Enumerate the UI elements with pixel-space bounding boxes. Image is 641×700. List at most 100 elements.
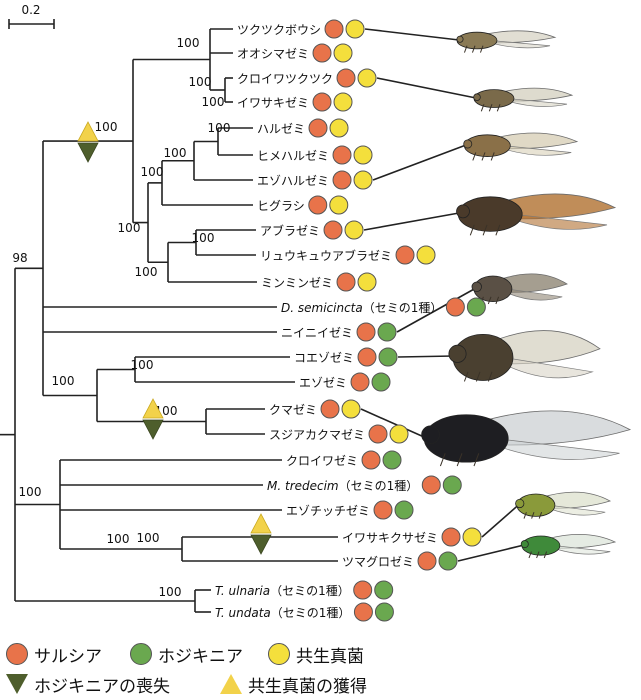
sulcia-circle-icon [336, 68, 356, 88]
sulcia-circle-icon [356, 322, 376, 342]
cicada-head [471, 281, 482, 293]
sulcia-circle-icon [361, 450, 381, 470]
cicada-leg [496, 103, 501, 112]
photo-leader-line [364, 28, 460, 41]
cicada-photo [463, 132, 579, 161]
cicada-leg [482, 224, 488, 236]
cicada-wing [500, 287, 563, 301]
cicada-leg [481, 152, 486, 161]
cicada-head [456, 35, 464, 43]
photo-leader-line [481, 503, 520, 538]
cicada-photo [515, 491, 612, 519]
bootstrap-value: 100 [164, 146, 187, 160]
fungus-circle-icon [341, 399, 361, 419]
hodgkinia-circle-icon [377, 322, 397, 342]
cicada-leg [463, 371, 469, 382]
cicada-leg [538, 512, 543, 519]
sulcia-circle-icon [357, 347, 377, 367]
cicada-leg [487, 296, 492, 305]
sulcia-circle-icon [368, 424, 388, 444]
cicada-head [520, 540, 529, 549]
species-label-kuroiwatsukutsuku: クロイワツクツク [237, 72, 333, 86]
photo-leader-lines [360, 28, 525, 562]
evolution-events [77, 121, 272, 555]
bootstrap-value: 100 [202, 95, 225, 109]
cicada-wing [494, 355, 594, 379]
cicada-leg [495, 296, 500, 305]
species-label-aburazemi: アブラゼミ [260, 223, 320, 238]
cicada-leg [543, 551, 548, 559]
sulcia-circle-icon [308, 195, 328, 215]
sulcia-circle-icon [441, 527, 461, 547]
cicada-photo [456, 193, 617, 236]
sulcia-circle-icon [324, 19, 344, 39]
cicada-leg [523, 512, 527, 519]
fungus-circle-icon [353, 170, 373, 190]
cicada-wing [502, 212, 608, 230]
scale-bar-label: 0.2 [21, 3, 40, 17]
gain-triangle-icon [220, 674, 242, 694]
species-label-t-undata: T. undata（セミの1種） [215, 606, 350, 620]
bootstrap-values: 1001001001001001001001001001009810010010… [12, 36, 230, 599]
bootstrap-value: 100 [208, 121, 231, 135]
symbiont-marks [308, 19, 486, 622]
bootstrap-value: 100 [107, 532, 130, 546]
cicada-head [421, 425, 440, 445]
fungus-circle-icon [345, 19, 365, 39]
bootstrap-value: 98 [12, 251, 27, 265]
cicada-leg [439, 453, 446, 467]
cicada-leg [472, 152, 477, 161]
sulcia-circle-icon [336, 272, 356, 292]
species-label-ezochicchizemi: エゾチッチゼミ [286, 504, 370, 518]
cicada-leg [528, 551, 532, 559]
species-label-ezozemi: エゾゼミ [299, 376, 347, 390]
fungus-circle-icon [416, 245, 436, 265]
fungus-circle-icon [389, 424, 409, 444]
species-label-m-tredecim: M. tredecim（セミの1種） [267, 479, 418, 493]
hodgkinia-circle-icon [374, 602, 394, 622]
photo-leader-line [363, 212, 460, 231]
bootstrap-value: 100 [52, 374, 75, 388]
sulcia-circle-icon [320, 399, 340, 419]
cicada-wing [482, 436, 620, 460]
cicada-head [456, 204, 470, 219]
legend-label: ホジキニアの喪失 [34, 676, 170, 697]
legend-item-loss: ホジキニアの喪失 [6, 670, 170, 698]
sulcia-circle-icon [350, 372, 370, 392]
cicada-photo [421, 410, 632, 467]
cicada-leg [479, 45, 484, 53]
fungus-circle-icon [329, 118, 349, 138]
species-label-himeharuzemi: ヒメハルゼミ [257, 149, 329, 163]
species-label-sujiakakumazemi: スジアカクマゼミ [269, 428, 365, 442]
species-label-tsukutsukuboushi: ツクツクボウシ [237, 23, 321, 37]
bootstrap-value: 100 [19, 485, 42, 499]
bootstrap-value: 100 [177, 36, 200, 50]
cicada-wing [484, 39, 551, 49]
legend-label: サルシア [34, 646, 102, 667]
species-label-minminzemi: ミンミンゼミ [261, 276, 333, 290]
legend-item-sulcia: サルシア [6, 640, 102, 668]
loss-triangle-icon [77, 142, 99, 163]
species-label-kumazemi: クマゼミ [269, 403, 317, 417]
bootstrap-value: 100 [135, 265, 158, 279]
bootstrap-value: 100 [141, 165, 164, 179]
sulcia-circle-icon [332, 170, 352, 190]
legend-label: 共生真菌 [296, 646, 364, 667]
sulcia-circle-icon [332, 145, 352, 165]
sulcia-circle-icon [417, 551, 437, 571]
loss-triangle-icon [6, 674, 28, 694]
fungus-circle-icon [333, 92, 353, 112]
species-label-niiniizemi: ニイニイゼミ [281, 326, 353, 340]
bootstrap-value: 100 [131, 358, 154, 372]
hodgkinia-circle-icon [394, 500, 414, 520]
cicada-photo [473, 87, 574, 112]
species-label-tsumaguroszemi: ツマグロゼミ [342, 555, 414, 569]
sulcia-circle-icon [373, 500, 393, 520]
cicada-photo [520, 534, 617, 559]
cicada-head [515, 498, 525, 509]
bootstrap-value: 100 [95, 120, 118, 134]
hodgkinia-circle-icon [130, 643, 152, 665]
hodgkinia-circle-icon [378, 347, 398, 367]
fungus-circle-icon [344, 220, 364, 240]
